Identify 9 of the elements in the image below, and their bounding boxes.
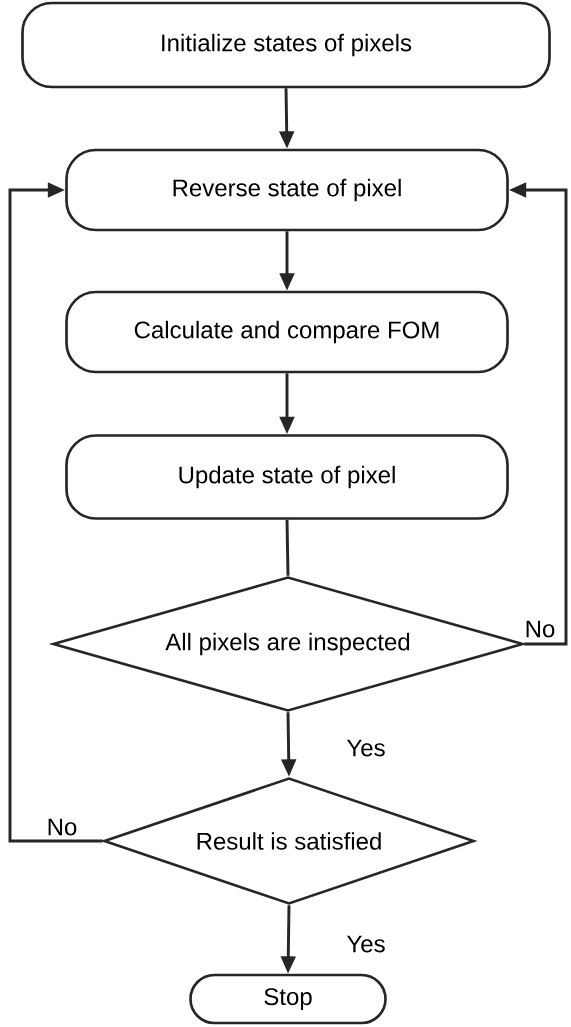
process-box: Reverse state of pixel (65, 148, 509, 232)
edge-label: Yes (345, 738, 387, 758)
terminal-box: Initialize states of pixels (21, 1, 551, 89)
process-box: Update state of pixel (65, 434, 509, 520)
terminal-box: Stop (189, 973, 387, 1025)
process-box: Calculate and compare FOM (65, 290, 509, 374)
edge-label: Yes (345, 934, 387, 954)
edge-label: No (45, 817, 79, 837)
arrow (8, 182, 103, 843)
